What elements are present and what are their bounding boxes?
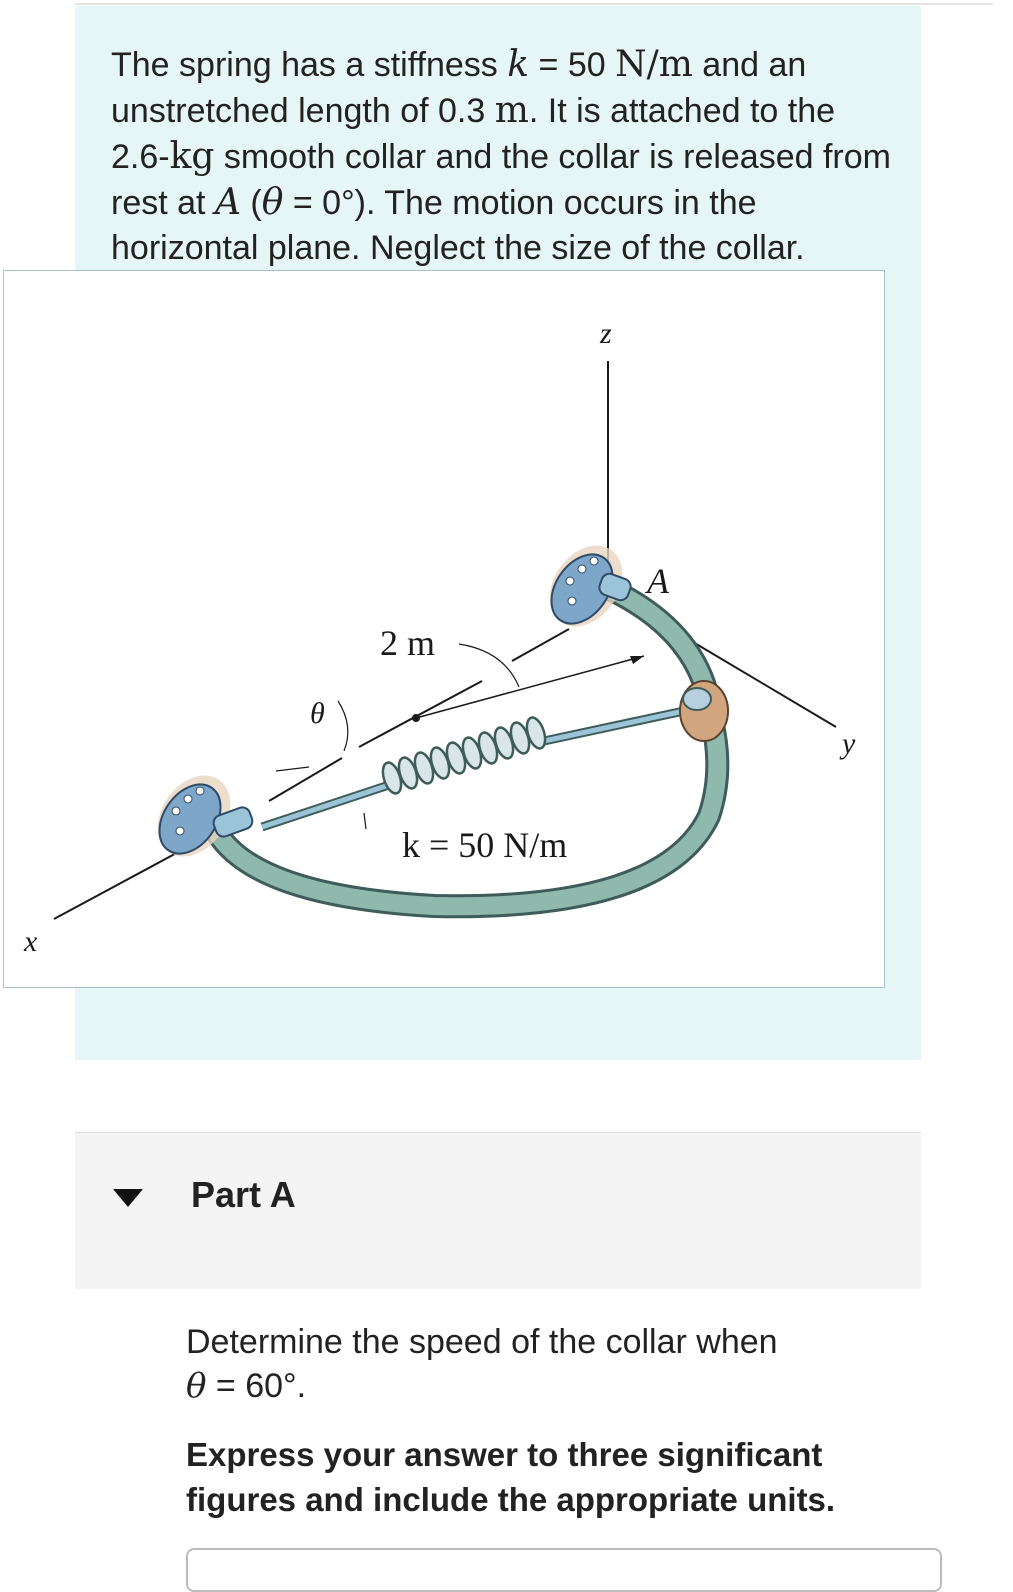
caret-down-icon[interactable] bbox=[112, 1188, 144, 1208]
point-a-label: A bbox=[645, 561, 670, 601]
spring-rod-left bbox=[261, 782, 390, 830]
center-point bbox=[412, 714, 420, 722]
theta-tick bbox=[363, 812, 367, 830]
z-axis-label: z bbox=[599, 317, 612, 350]
collar bbox=[679, 680, 729, 742]
problem-figure: z y x A θ 2 m k = 50 N/m bbox=[3, 270, 885, 988]
question-text: Determine the speed of the collar when θ… bbox=[186, 1323, 778, 1406]
x-axis-segment bbox=[268, 757, 343, 802]
part-a-header bbox=[75, 1132, 921, 1289]
problem-statement: The spring has a stiffness k = 50 N/m an… bbox=[111, 44, 891, 267]
spring-stiffness-label: k = 50 N/m bbox=[402, 825, 567, 865]
x-axis bbox=[53, 848, 185, 920]
collar-spring-diagram: z y x A θ 2 m k = 50 N/m bbox=[23, 317, 856, 958]
x-axis-label: x bbox=[23, 925, 38, 958]
spring-coils bbox=[381, 716, 547, 795]
x-axis-segment bbox=[358, 680, 483, 748]
radius-line bbox=[415, 655, 645, 719]
theta-arrow bbox=[275, 766, 310, 772]
part-a-title[interactable]: Part A bbox=[191, 1174, 296, 1215]
theta-arc bbox=[337, 700, 349, 752]
answer-instruction: Express your answer to three significant… bbox=[186, 1436, 836, 1518]
radius-label: 2 m bbox=[380, 623, 435, 663]
answer-input-box[interactable] bbox=[186, 1548, 942, 1592]
x-axis-segment bbox=[511, 628, 570, 662]
theta-label: θ bbox=[310, 697, 325, 730]
top-divider bbox=[75, 3, 993, 5]
radius-leader bbox=[458, 643, 520, 688]
spring-rod-right bbox=[543, 708, 685, 744]
radius-arrowhead bbox=[630, 656, 644, 664]
y-axis-label: y bbox=[839, 727, 856, 760]
curved-rod bbox=[207, 712, 727, 916]
left-bracket bbox=[157, 775, 254, 857]
top-bracket bbox=[549, 545, 632, 627]
